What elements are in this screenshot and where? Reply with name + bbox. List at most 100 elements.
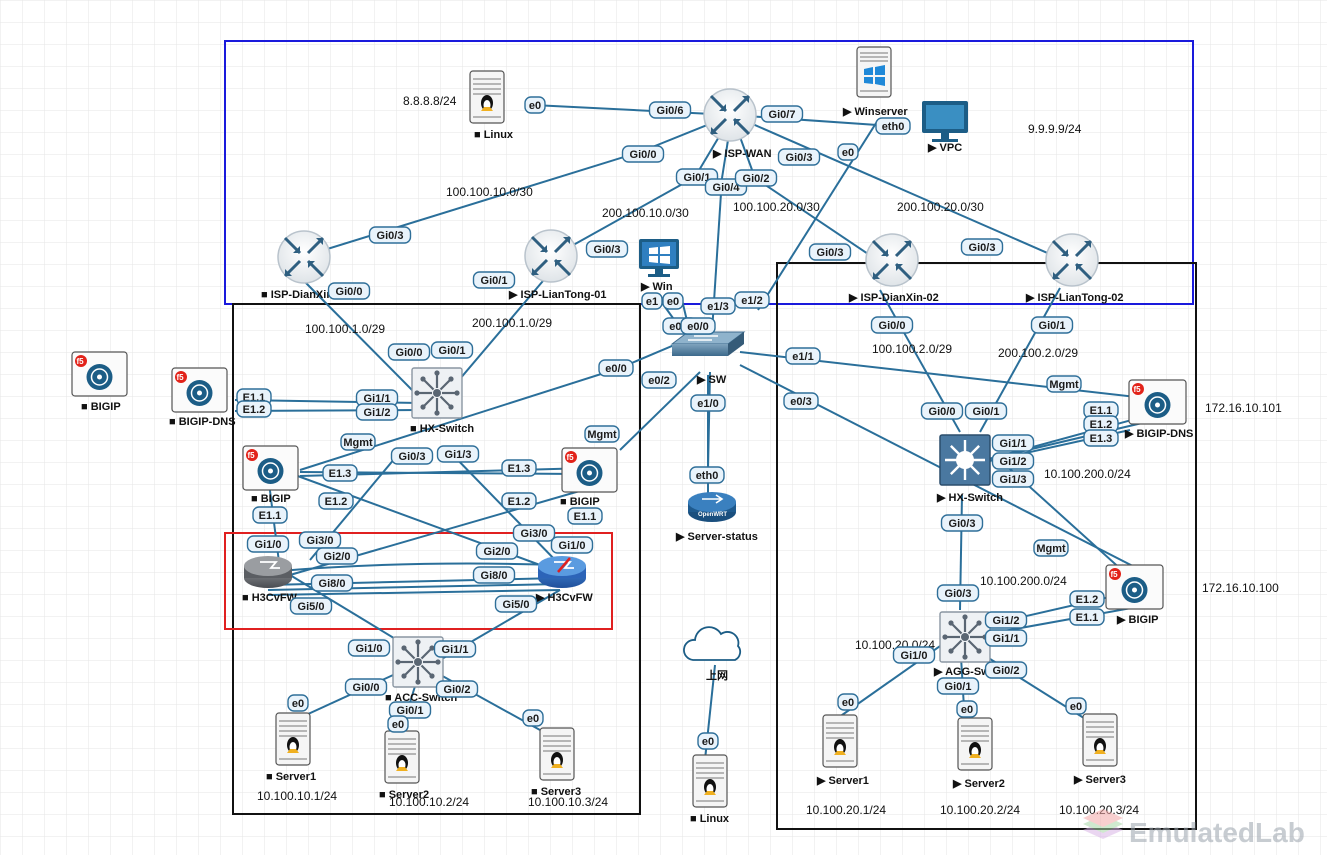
port-label[interactable]: E1.2: [236, 400, 272, 418]
node-sw[interactable]: ▶ SW: [670, 331, 746, 386]
port-label[interactable]: E1.2: [318, 492, 354, 510]
port-label[interactable]: E1.1: [1069, 608, 1105, 626]
port-label[interactable]: Gi0/2: [734, 169, 778, 187]
link-12[interactable]: [304, 281, 416, 394]
node-bigip-right[interactable]: f5▶ BIGIP: [1105, 564, 1164, 626]
port-label[interactable]: Gi0/3: [808, 243, 852, 261]
port-label[interactable]: Gi3/0: [298, 531, 342, 549]
port-label[interactable]: e1/2: [734, 291, 770, 309]
link-3[interactable]: [307, 151, 641, 256]
port-label[interactable]: Gi0/3: [368, 226, 412, 244]
port-label[interactable]: Gi1/0: [550, 536, 594, 554]
node-internet[interactable]: 上网: [683, 626, 742, 682]
port-label[interactable]: E1.1: [567, 507, 603, 525]
node-win[interactable]: ▶ Win: [639, 239, 679, 293]
port-label[interactable]: Gi1/0: [246, 535, 290, 553]
port-label[interactable]: Gi0/0: [344, 678, 388, 696]
port-label[interactable]: Gi1/2: [355, 403, 399, 421]
node-isp-wan[interactable]: ▶ ISP-WAN: [703, 88, 772, 160]
port-label[interactable]: Mgmt: [1033, 539, 1069, 557]
link-13[interactable]: [447, 274, 549, 394]
port-label[interactable]: e0: [837, 693, 859, 711]
port-label[interactable]: Gi1/1: [991, 434, 1035, 452]
fw-link-top[interactable]: [267, 562, 561, 573]
node-isp-dianxin[interactable]: ■ ISP-DianXin: [261, 230, 333, 301]
port-label[interactable]: Gi0/0: [621, 145, 665, 163]
port-label[interactable]: Gi1/3: [991, 470, 1035, 488]
port-label[interactable]: Gi1/1: [355, 389, 399, 407]
port-label[interactable]: E1.3: [1083, 429, 1119, 447]
port-label[interactable]: Gi1/1: [433, 640, 477, 658]
port-label[interactable]: E1.1: [252, 506, 288, 524]
port-label[interactable]: Gi0/1: [388, 701, 432, 719]
port-label[interactable]: e0: [287, 694, 309, 712]
node-bigip-dns-left[interactable]: f5■ BIGIP-DNS: [169, 367, 236, 428]
port-label[interactable]: e0: [1065, 697, 1087, 715]
node-bigip-far[interactable]: f5■ BIGIP: [71, 351, 128, 413]
port-label[interactable]: Gi1/0: [347, 639, 391, 657]
port-label[interactable]: Gi1/0: [892, 646, 936, 664]
port-label[interactable]: Gi8/0: [472, 566, 516, 584]
node-server3-right[interactable]: ▶ Server3: [1073, 713, 1126, 786]
node-server1-right[interactable]: ▶ Server1: [816, 714, 869, 787]
port-label[interactable]: Gi0/3: [940, 514, 984, 532]
port-label[interactable]: Gi0/2: [435, 680, 479, 698]
port-label[interactable]: Gi0/0: [870, 316, 914, 334]
node-isp-liantong-02[interactable]: ▶ ISP-LianTong-02: [1025, 233, 1123, 304]
port-label[interactable]: e1/0: [690, 394, 726, 412]
port-label[interactable]: Gi0/3: [777, 148, 821, 166]
node-h3cvfw-b[interactable]: ▶ H3CvFW: [535, 556, 593, 604]
port-label[interactable]: Gi0/3: [936, 584, 980, 602]
port-label[interactable]: Gi0/1: [936, 677, 980, 695]
port-label[interactable]: Gi0/1: [1030, 316, 1074, 334]
fw-link-mid-3[interactable]: [267, 589, 561, 596]
node-bigip-left-a[interactable]: f5■ BIGIP: [242, 445, 299, 505]
link-4[interactable]: [731, 114, 1069, 263]
port-label[interactable]: E1.3: [501, 459, 537, 477]
port-label[interactable]: Gi0/6: [648, 101, 692, 119]
port-label[interactable]: Gi0/3: [585, 240, 629, 258]
node-vpc[interactable]: ▶ VPC: [922, 101, 968, 154]
node-bigip-left-b[interactable]: f5■ BIGIP: [560, 447, 618, 508]
node-server2-right[interactable]: ▶ Server2: [952, 717, 1005, 790]
port-label[interactable]: e0: [524, 96, 546, 114]
port-label[interactable]: e0/3: [783, 392, 819, 410]
node-hx-switch-right[interactable]: ▶ HX-Switch: [936, 434, 1003, 504]
port-label[interactable]: Gi2/0: [315, 547, 359, 565]
port-label[interactable]: Gi0/1: [964, 402, 1008, 420]
port-label[interactable]: Mgmt: [340, 433, 376, 451]
link-10[interactable]: [754, 177, 881, 263]
node-isp-dianxin-02[interactable]: ▶ ISP-DianXin-02: [848, 233, 939, 304]
port-label[interactable]: e1: [641, 292, 663, 310]
port-label[interactable]: Gi0/7: [760, 105, 804, 123]
port-label[interactable]: e0: [837, 143, 859, 161]
port-label[interactable]: Gi5/0: [289, 597, 333, 615]
port-label[interactable]: Gi1/2: [984, 611, 1028, 629]
port-label[interactable]: Mgmt: [584, 425, 620, 443]
link-37[interactable]: [427, 667, 541, 731]
port-label[interactable]: Gi0/1: [472, 271, 516, 289]
port-label[interactable]: eth0: [875, 117, 911, 135]
port-label[interactable]: e1/1: [785, 347, 821, 365]
port-label[interactable]: Gi0/2: [984, 661, 1028, 679]
node-server3-left[interactable]: ■ Server3: [531, 727, 581, 798]
port-label[interactable]: Gi2/0: [475, 542, 519, 560]
port-label[interactable]: E1.3: [322, 464, 358, 482]
port-label[interactable]: Gi0/0: [327, 282, 371, 300]
port-label[interactable]: Gi3/0: [512, 524, 556, 542]
port-label[interactable]: Gi0/0: [920, 402, 964, 420]
node-linux-top[interactable]: ■ Linux: [469, 70, 514, 141]
port-label[interactable]: e0: [697, 732, 719, 750]
port-label[interactable]: e0: [522, 709, 544, 727]
port-label[interactable]: Gi1/1: [984, 629, 1028, 647]
node-server-status[interactable]: OpenWRT▶ Server-status: [675, 492, 758, 543]
port-label[interactable]: Gi8/0: [310, 574, 354, 592]
port-label[interactable]: eth0: [689, 466, 725, 484]
node-isp-liantong-01[interactable]: ▶ ISP-LianTong-01: [508, 229, 606, 301]
node-hx-switch-left[interactable]: ■ HX-Switch: [410, 367, 474, 435]
port-label[interactable]: Gi0/3: [960, 238, 1004, 256]
port-label[interactable]: Gi0/1: [430, 341, 474, 359]
port-label[interactable]: Gi5/0: [494, 595, 538, 613]
port-label[interactable]: Gi0/3: [390, 447, 434, 465]
port-label[interactable]: e0/0: [680, 317, 716, 335]
